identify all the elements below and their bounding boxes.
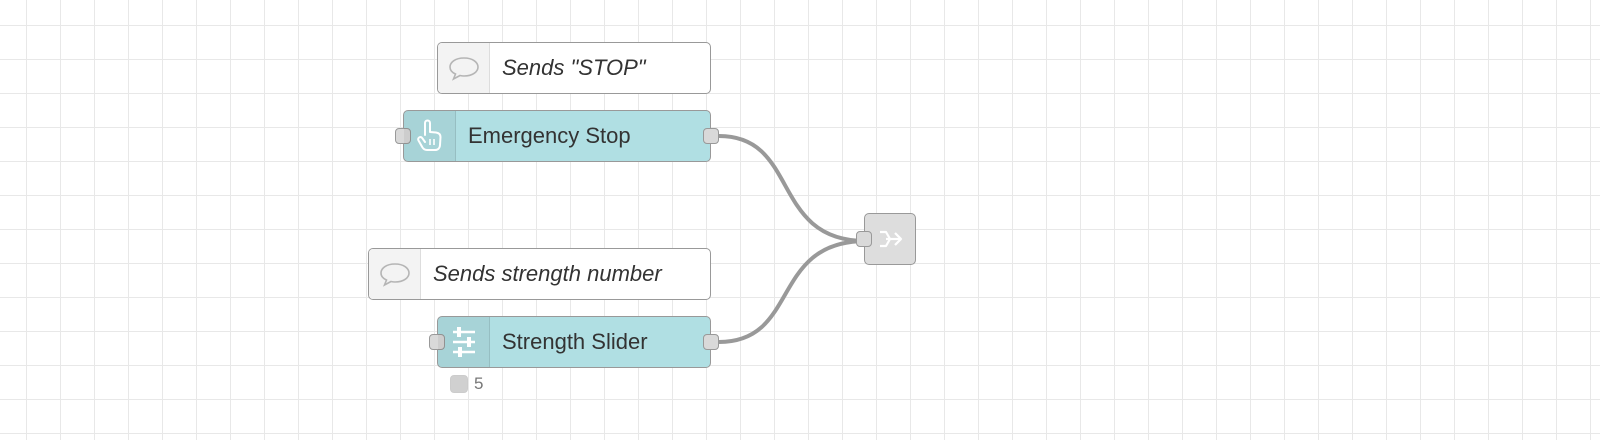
comment-icon-area: [369, 249, 421, 299]
node-icon-area: [438, 317, 490, 367]
node-label: Sends strength number: [433, 261, 662, 286]
comment-icon: [448, 57, 479, 81]
node-label: Sends "STOP": [502, 55, 646, 80]
node-status: 5: [450, 374, 483, 394]
output-port[interactable]: [703, 334, 719, 350]
input-port[interactable]: [856, 231, 872, 247]
emergency-stop-node[interactable]: Emergency Stop: [395, 110, 719, 162]
link-out-node[interactable]: [856, 213, 916, 265]
wire-emergency-to-link[interactable]: [718, 134, 867, 243]
strength-slider-node[interactable]: Strength Slider: [429, 316, 719, 368]
status-dot: [450, 375, 468, 393]
input-port[interactable]: [395, 128, 411, 144]
node-icon-area: [404, 111, 456, 161]
comment-node-stop[interactable]: Sends "STOP": [437, 42, 711, 94]
wire-slider-to-link[interactable]: [718, 239, 867, 344]
hand-pointer-icon: [416, 119, 441, 151]
comment-icon: [379, 263, 410, 287]
link-out-icon: [880, 230, 903, 248]
comment-node-strength[interactable]: Sends strength number: [368, 248, 711, 300]
status-text: 5: [474, 374, 484, 393]
node-label: Emergency Stop: [468, 123, 631, 148]
output-port[interactable]: [703, 128, 719, 144]
comment-icon-area: [438, 43, 490, 93]
input-port[interactable]: [429, 334, 445, 350]
node-label: Strength Slider: [502, 329, 648, 354]
sliders-icon: [452, 327, 475, 357]
